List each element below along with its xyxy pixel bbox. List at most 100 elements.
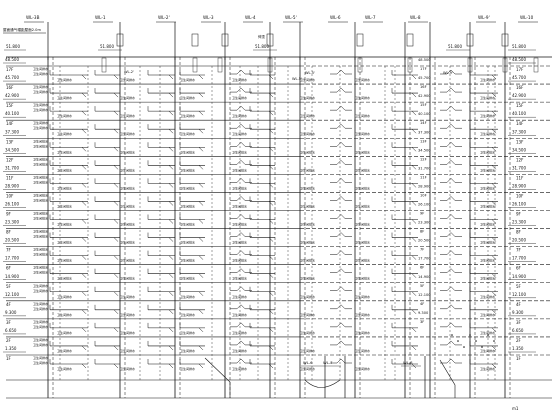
branch-offset-mark: [230, 232, 252, 237]
dimension-box: [407, 57, 413, 73]
dimension-box: [357, 57, 363, 73]
fixture-label: 卫生间排水: [180, 95, 195, 100]
fixture-label: 卫生间排水: [120, 312, 135, 317]
vent-cap-box: [356, 33, 364, 47]
branch-trap: [113, 327, 119, 333]
drawing-dot: [451, 334, 453, 336]
branch-trap: [198, 327, 204, 333]
floor-name-right: 1F: [516, 356, 522, 361]
fixture-label: 卫生间排水: [355, 330, 370, 335]
stack-label-top: WL-8: [410, 15, 421, 20]
floor-name-left: 6F: [6, 266, 12, 271]
floor-elevation-left: 45.700: [5, 75, 19, 80]
branch-trap: [198, 165, 204, 170]
branch-trap: [198, 110, 204, 116]
floor-elevation-left: 14.900: [5, 274, 19, 279]
branch-offset-mark: [230, 196, 252, 201]
left-fixture-tag: 卫生间排水: [33, 265, 48, 270]
floor-elevation-right: 23.300: [512, 220, 526, 225]
branch-trap: [113, 74, 119, 80]
branch-trap: [168, 291, 174, 296]
drawing-dot: [475, 340, 477, 342]
fixture-label: 卫生间排水: [57, 167, 72, 172]
left-fixture-tag: 卫生间排水: [33, 306, 48, 311]
fixture-label: 卫生间排水: [57, 95, 72, 100]
left-fixture-tag: 卫生间排水: [33, 288, 48, 293]
fixture-label: 卫生间排水: [355, 95, 370, 100]
floor-name-right: 15F: [516, 103, 524, 108]
branch-trap: [411, 165, 417, 170]
fixture-label: 卫生间排水: [57, 240, 72, 245]
fixture-label: 卫生间排水: [300, 294, 315, 299]
fixture-label: 卫生间排水: [232, 294, 247, 299]
floor-name-mid: 12F: [420, 157, 427, 161]
fixture-label: 卫生间排水: [355, 258, 370, 263]
floor-elevation-mid: 37.300: [418, 130, 431, 134]
vent-cap-box: [266, 33, 274, 47]
left-fixture-tag: 卫生间排水: [33, 174, 48, 179]
branch-trap: [81, 363, 87, 369]
branch-trap: [168, 110, 174, 116]
stack-callout: WL-5': [305, 71, 315, 75]
fixture-label: 卫生间排水: [480, 258, 495, 263]
branch-trap: [198, 363, 204, 369]
left-fixture-tag: 卫生间排水: [33, 301, 48, 306]
fixture-label: 卫生间排水: [232, 113, 247, 118]
branch-trap: [168, 345, 174, 351]
fixture-label: 卫生间排水: [355, 348, 370, 353]
branch-trap: [81, 291, 87, 296]
left-fixture-tag: 卫生间排水: [33, 89, 48, 94]
bottom-diagonal-pipe: [204, 357, 231, 398]
fixture-label: 卫生间排水: [480, 131, 495, 136]
left-fixture-tag: 卫生间排水: [33, 283, 48, 288]
roof-level-text: 51.800: [448, 44, 462, 49]
branch-trap: [168, 92, 174, 98]
floor-name-mid: 16F: [420, 85, 427, 89]
branch-trap: [411, 309, 417, 314]
floor-elevation-right: 37.300: [512, 129, 526, 134]
branch-trap: [491, 273, 497, 278]
floor-name-right: 8F: [516, 230, 522, 235]
left-fixture-tag: 卫生间排水: [33, 107, 48, 112]
stack-label-top: WL-9': [478, 15, 490, 20]
roof-level-text: 51.800: [512, 44, 526, 49]
branch-offset-mark: [230, 159, 252, 165]
stack-label-top: WL-5': [285, 15, 297, 20]
branch-offset-mark: [440, 268, 462, 273]
fixture-label: 卫生间排水: [120, 366, 135, 371]
fixture-label: 卫生间排水: [180, 185, 195, 190]
branch-trap: [168, 363, 174, 369]
branch-trap: [113, 255, 119, 260]
fixture-label: 卫生间排水: [57, 77, 72, 82]
left-fixture-tag: 卫生间排水: [33, 234, 48, 239]
fixture-label: 卫生间排水: [57, 113, 72, 118]
fixture-label: 卫生间排水: [180, 77, 195, 82]
floor-elevation-left: 1.350: [5, 346, 17, 351]
branch-offset-mark: [230, 87, 252, 93]
fixture-label: 卫生间排水: [300, 131, 315, 136]
fixture-label: 卫生间排水: [480, 294, 495, 299]
floor-elevation-left: 6.650: [5, 328, 17, 333]
floor-elevation-left: 23.300: [5, 220, 19, 225]
fixture-label: 卫生间排水: [355, 366, 370, 371]
fixture-label: 卫生间排水: [232, 258, 247, 263]
floor-elevation-right: 1.350: [512, 346, 524, 351]
vent-cap-box: [116, 33, 124, 47]
branch-offset-mark: [440, 87, 462, 93]
branch-trap: [81, 201, 87, 206]
fixture-label: 卫生间排水: [57, 348, 72, 353]
left-fixture-tag: 卫生间排水: [33, 156, 48, 161]
drawing-dot: [487, 334, 489, 336]
fixture-label: 卫生间排水: [180, 312, 195, 317]
branch-trap: [81, 309, 87, 314]
branch-trap: [168, 201, 174, 206]
stack-callout: WL-9': [443, 71, 453, 75]
branch-trap: [491, 219, 497, 224]
branch-trap: [411, 273, 417, 278]
floor-elevation-mid: 40.100: [418, 112, 431, 116]
floor-name-mid: 7F: [420, 248, 424, 252]
branch-offset-mark: [330, 105, 352, 111]
fixture-label: 卫生间排水: [480, 276, 495, 281]
branch-offset-mark: [330, 123, 352, 129]
branch-offset-mark: [440, 250, 462, 255]
